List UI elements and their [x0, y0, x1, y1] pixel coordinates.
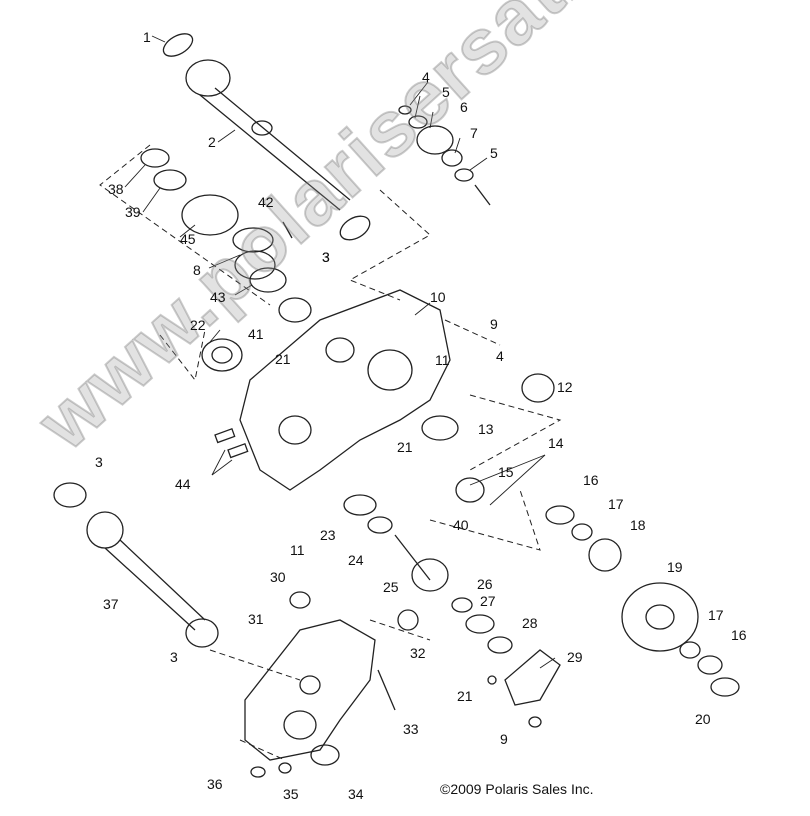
callout-11: 11	[435, 352, 450, 368]
callout-21: 21	[457, 688, 473, 704]
washer-27	[465, 614, 495, 634]
callout-21: 21	[275, 351, 291, 367]
callout-24: 24	[348, 552, 364, 568]
dashed-guides	[99, 144, 562, 761]
callout-18: 18	[630, 517, 646, 533]
seal-34	[310, 744, 340, 766]
callout-36: 36	[207, 776, 223, 792]
callout-34: 34	[348, 786, 364, 802]
callout-16: 16	[731, 627, 747, 643]
callout-42: 42	[258, 194, 274, 210]
callout-10: 10	[430, 289, 446, 305]
dowel-44b	[227, 443, 249, 459]
callout-20: 20	[695, 711, 711, 727]
callout-21: 21	[397, 439, 413, 455]
callout-1: 1	[143, 29, 151, 45]
plug-35	[278, 762, 292, 774]
callout-8: 8	[193, 262, 201, 278]
callout-31: 31	[248, 611, 264, 627]
cover-31	[244, 619, 376, 761]
callout-16: 16	[583, 472, 599, 488]
callout-38: 38	[108, 181, 124, 197]
callout-22: 22	[190, 317, 206, 333]
callout-32: 32	[410, 645, 426, 661]
gear-40	[455, 477, 485, 503]
callout-29: 29	[567, 649, 583, 665]
bushing-32	[397, 609, 419, 631]
plate-29	[504, 649, 561, 706]
bearing-22	[201, 338, 243, 372]
callout-2: 2	[208, 134, 216, 150]
main-case	[239, 289, 451, 491]
callout-33: 33	[403, 721, 419, 737]
callout-37: 37	[103, 596, 119, 612]
output-shaft-37	[53, 482, 219, 648]
ring-23	[343, 494, 377, 516]
callout-30: 30	[270, 569, 286, 585]
callout-27: 27	[480, 593, 496, 609]
callout-43: 43	[210, 289, 226, 305]
main-shaft	[162, 33, 371, 241]
callout-7: 7	[470, 125, 478, 141]
callout-44: 44	[175, 476, 191, 492]
copyright-note: ©2009 Polaris Sales Inc.	[440, 781, 594, 797]
shaft-25	[394, 534, 431, 581]
plug-36	[250, 766, 266, 778]
right-gear-stack	[545, 505, 740, 697]
callout-15: 15	[498, 464, 514, 480]
callout-25: 25	[383, 579, 399, 595]
callout-45: 45	[180, 231, 196, 247]
pin-21	[487, 675, 497, 685]
seal-13	[421, 415, 459, 441]
bearing-24	[367, 516, 393, 534]
left-gear-stack	[140, 148, 312, 323]
callout-3: 3	[322, 249, 330, 265]
bolt-33	[377, 669, 396, 711]
callout-26: 26	[477, 576, 493, 592]
callout-9: 9	[490, 316, 498, 332]
callout-11: 11	[290, 542, 305, 558]
callout-12: 12	[557, 379, 573, 395]
callout-19: 19	[667, 559, 683, 575]
idler-gear-cluster	[398, 105, 491, 206]
callout-6: 6	[460, 99, 468, 115]
callout-17: 17	[708, 607, 724, 623]
callout-9: 9	[500, 731, 508, 747]
leader-lines	[124, 35, 556, 669]
bearing-12	[521, 373, 555, 403]
callout-17: 17	[608, 496, 624, 512]
callout-3: 3	[322, 249, 330, 265]
callout-5: 5	[490, 145, 498, 161]
bushing-30	[289, 591, 311, 609]
dowel-44a	[214, 428, 236, 444]
callout-35: 35	[283, 786, 299, 802]
callout-4: 4	[496, 348, 504, 364]
callout-3: 3	[170, 649, 178, 665]
bearing-26	[451, 597, 473, 613]
callout-40: 40	[453, 517, 469, 533]
bolt-9	[528, 716, 542, 728]
callout-13: 13	[478, 421, 494, 437]
callout-28: 28	[522, 615, 538, 631]
callout-3: 3	[95, 454, 103, 470]
ring-28	[487, 636, 513, 654]
callout-4: 4	[422, 69, 430, 85]
callout-41: 41	[248, 326, 264, 342]
callout-23: 23	[320, 527, 336, 543]
callout-14: 14	[548, 435, 564, 451]
callout-5: 5	[442, 84, 450, 100]
callout-39: 39	[125, 204, 141, 220]
